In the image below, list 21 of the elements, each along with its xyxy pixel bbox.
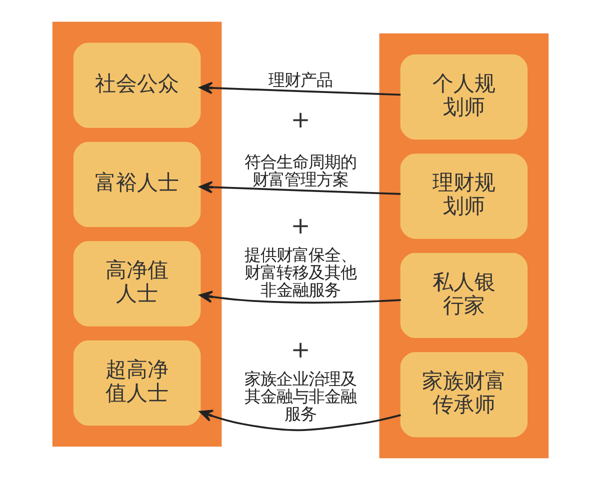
label: + — [290, 335, 310, 364]
label: + — [290, 212, 310, 240]
node-box: 个人规划师 — [400, 54, 528, 140]
edge-label: 家族企业治理及其金融与非金融服务 — [244, 369, 356, 424]
node-box: 富裕人士 — [72, 142, 200, 228]
cluster — [52, 22, 222, 447]
edge-label: 理财产品 — [268, 70, 332, 90]
arrow — [198, 82, 400, 96]
edge-label: 提供财富保全、财富转移及其他非金融服务 — [244, 246, 356, 300]
node-box: 家族财富传承师 — [400, 352, 528, 438]
node-box: 社会公众 — [72, 42, 200, 128]
label: + — [290, 105, 310, 134]
cluster — [378, 33, 548, 458]
arrow — [198, 181, 400, 195]
edge-label: 符合生命周期的财富管理方案 — [244, 152, 356, 189]
node-box: 高净值人士 — [72, 241, 200, 326]
node-box: 理财规划师 — [400, 154, 528, 239]
arrow — [198, 290, 400, 304]
arrow — [198, 410, 400, 432]
node-box: 超高净值人士 — [72, 340, 200, 426]
node-box: 私人银行家 — [400, 252, 528, 338]
